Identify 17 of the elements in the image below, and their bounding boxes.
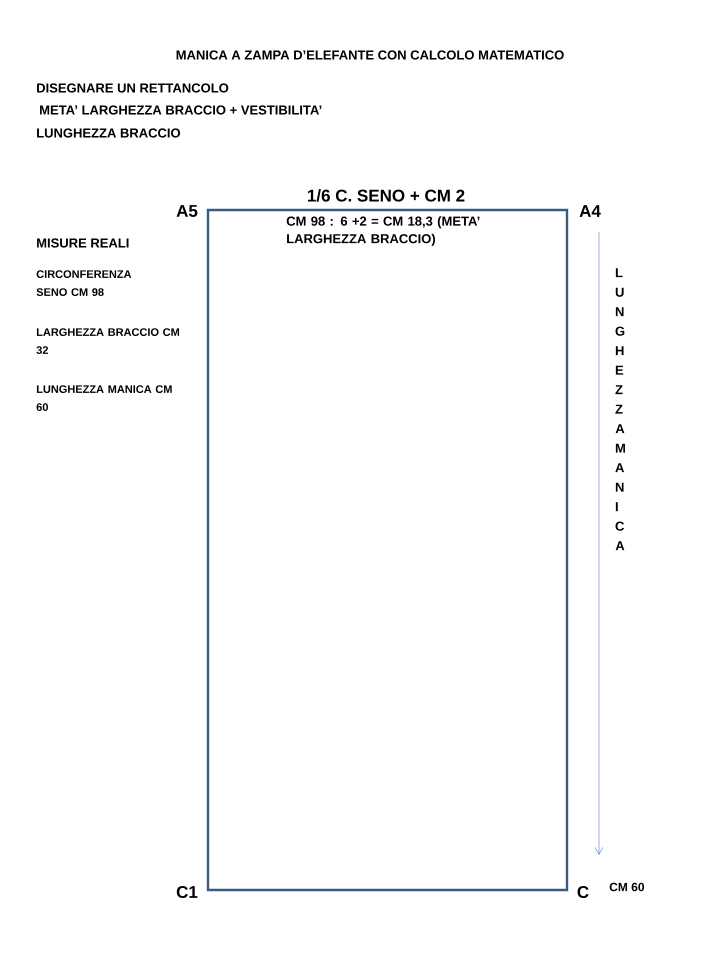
- measurement-note: LARGHEZZA BRACCIO CM 32: [36, 328, 180, 354]
- measurement-note: CIRCONFERENZA SENO CM 98: [36, 270, 132, 296]
- corner-label: C1: [176, 886, 198, 898]
- pattern-rectangle: [206, 208, 568, 892]
- measurement-note: LUNGHEZZA MANICA CM 60: [36, 385, 172, 411]
- instruction-text: META’ LARGHEZZA BRACCIO + VESTIBILITA’: [40, 105, 322, 115]
- width-formula: CM 98 : 6 +2 = CM 18,3 (META’ LARGHEZZA BRACCIO): [286, 216, 480, 246]
- instruction-text: LUNGHEZZA BRACCIO: [37, 128, 180, 138]
- instruction-text: DISEGNARE UN RETTANCOLO: [37, 83, 228, 93]
- corner-label: A5: [176, 205, 198, 217]
- vertical-dimension-text: LUNGHEZZA MANICA: [615, 268, 625, 550]
- title: MANICA A ZAMPA D’ELEFANTE CON CALCOLO MATEMATICO: [176, 50, 564, 60]
- section-heading: MISURE REALI: [37, 238, 128, 248]
- corner-label: A4: [580, 205, 601, 217]
- dimension-value: CM 60: [610, 882, 644, 892]
- width-formula-heading: 1/6 C. SENO + CM 2: [308, 189, 464, 202]
- corner-label: C: [578, 886, 589, 898]
